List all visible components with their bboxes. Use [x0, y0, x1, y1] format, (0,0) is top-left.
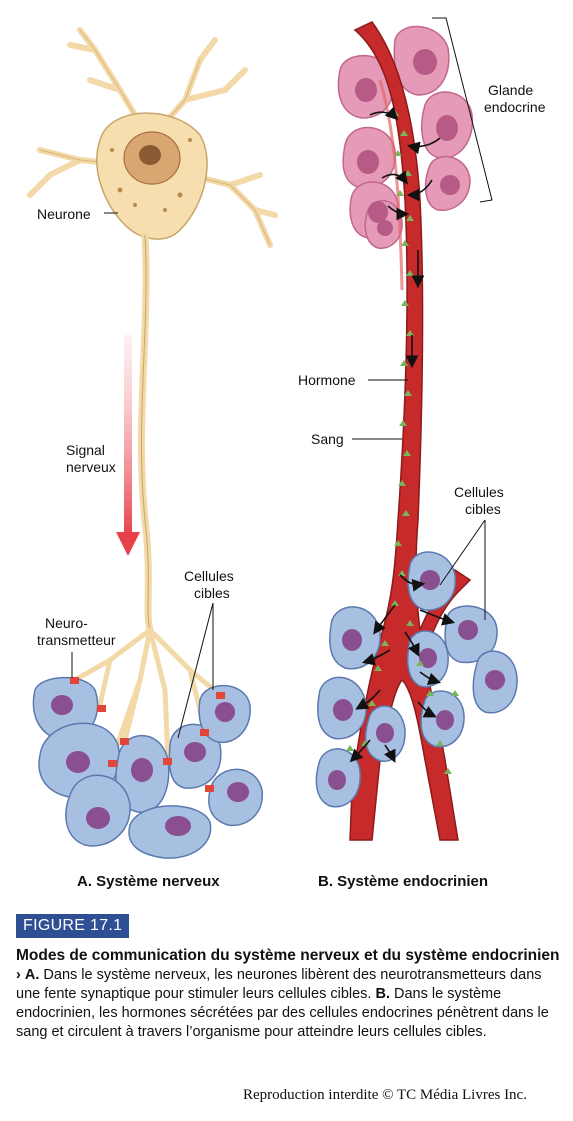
leader-lines-b: [352, 17, 493, 620]
label-glande-endocrine: Glande endocrine: [484, 82, 546, 116]
label-cellules-cibles-a-line2: cibles: [194, 585, 230, 601]
label-cellules-cibles-b-line1: Cellules: [454, 484, 504, 500]
label-signal-line1: Signal: [66, 442, 105, 458]
panel-label-b: B. Système endocrinien: [318, 873, 489, 890]
label-glande-line2: endocrine: [484, 99, 546, 115]
neuron: [27, 27, 278, 763]
caption-title: Modes de communication du système nerveu…: [16, 947, 560, 964]
gland-cells: [337, 25, 474, 249]
caption-a-text: Dans le système nerveux, les neurones li…: [16, 967, 542, 1002]
label-cellules-cibles-a: Cellules cibles: [184, 568, 234, 602]
label-signal-nerveux: Signal nerveux: [66, 442, 116, 476]
figure-caption: Modes de communication du système nerveu…: [16, 946, 561, 1042]
caption-b-text: Dans le système endocrinien, les hormone…: [16, 986, 549, 1040]
target-cells-a: [32, 676, 263, 859]
target-cells-b: [315, 551, 518, 808]
leader-lines-a: [71, 212, 214, 739]
label-glande-line1: Glande: [488, 82, 534, 98]
panel-label-a: A. Système nerveux: [77, 873, 220, 890]
label-cellules-cibles-b-line2: cibles: [465, 501, 501, 517]
label-sang: Sang: [311, 431, 344, 447]
signal-arrow: [116, 335, 140, 556]
copyright-notice: Reproduction interdite © TC Média Livres…: [243, 1087, 527, 1103]
label-hormone: Hormone: [298, 372, 356, 388]
label-neurotransmetteur-line1: Neuro-: [45, 615, 88, 631]
diagram-stage: [27, 17, 518, 859]
blood-vessel: [349, 21, 472, 841]
hormone-arrows: [349, 106, 456, 763]
label-signal-line2: nerveux: [66, 459, 116, 475]
caption-marker: ›: [16, 967, 21, 983]
diagram-svg: [27, 17, 518, 859]
label-cellules-cibles-b: Cellules cibles: [454, 484, 504, 518]
label-neurotransmetteur-line2: transmetteur: [37, 632, 116, 648]
caption-b-label: B.: [375, 986, 390, 1002]
label-neurone: Neurone: [37, 206, 91, 222]
synapses: [70, 677, 225, 792]
caption-a-label: A.: [24, 967, 40, 983]
label-cellules-cibles-a-line1: Cellules: [184, 568, 234, 584]
label-neurotransmetteur: Neuro- transmetteur: [37, 615, 116, 649]
figure-badge: FIGURE 17.1: [16, 914, 130, 938]
